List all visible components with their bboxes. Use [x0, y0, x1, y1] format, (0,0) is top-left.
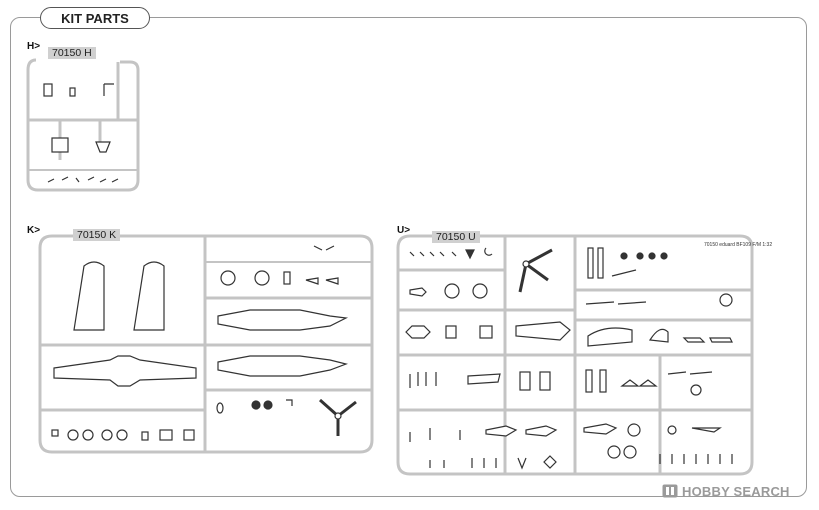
part-u-tip: [409, 287, 427, 297]
part-u-panel-b: [539, 371, 551, 391]
part-k-wheel-b: [254, 270, 270, 286]
part-h-bracket: [69, 87, 76, 97]
part-u-strut-a: [587, 247, 594, 279]
part-u-leg-b: [599, 369, 607, 393]
part-u-dark-clip: [465, 249, 475, 260]
kit-parts-header: KIT PARTS: [40, 7, 150, 29]
part-u-arc: [484, 247, 493, 256]
part-k-ring-c: [101, 429, 113, 441]
sprue-h: [26, 58, 140, 192]
part-k-tab: [51, 429, 59, 437]
part-u-rails: [585, 301, 647, 305]
part-u-rod: [611, 269, 637, 277]
engraved-text: 70150 eduard BF109 F/M 1:32: [704, 242, 772, 248]
part-u-pins: [409, 428, 461, 442]
part-u-pin-row: [659, 454, 733, 464]
sprue-u-parts: [405, 247, 733, 470]
part-u-dot-b: [636, 252, 644, 260]
part-k-ring-a: [67, 429, 79, 441]
sprue-code-u: 70150 U: [432, 231, 480, 243]
part-u-gun-cover: [467, 373, 501, 385]
part-k-disc-a: [251, 400, 261, 410]
part-u-wheel-a: [444, 283, 460, 299]
part-k-spinner: [334, 412, 342, 420]
part-u-drop-tank-a: [485, 425, 518, 437]
part-k-fuselage-half-b: [217, 355, 349, 377]
sprue-label-u: U>: [397, 225, 411, 236]
part-u-wheel-b: [472, 283, 488, 299]
part-k-pin: [216, 402, 224, 414]
watermark-text: HOBBY SEARCH: [682, 483, 790, 499]
sprue-label-k: K>: [27, 225, 41, 236]
part-u-diamond: [543, 455, 557, 469]
part-k-small-pieces: [305, 277, 339, 285]
part-u-caps: [620, 379, 658, 387]
part-k-ring-d: [116, 429, 128, 441]
part-u-wheel-d: [623, 445, 637, 459]
part-k-fuselage-half-a: [217, 309, 349, 331]
part-u-drop-tank-c: [583, 423, 618, 435]
part-k-box: [159, 429, 173, 441]
part-u-strut-b: [597, 247, 604, 279]
part-k-strut: [283, 271, 291, 285]
part-u-strips: [667, 371, 713, 375]
part-u-wheel-c: [607, 445, 621, 459]
part-k-ring-b: [82, 429, 94, 441]
part-u-box-a: [445, 325, 457, 339]
part-h-small-pieces: [47, 176, 119, 183]
part-u-cockpit-floor: [515, 321, 571, 341]
part-u-knob: [667, 425, 677, 435]
sprue-label-h: H>: [27, 41, 41, 52]
sprue-k-parts: [51, 245, 357, 441]
part-k-fin-left: [73, 261, 105, 331]
part-u-wheel-cover: [587, 327, 633, 347]
part-u-rods: [409, 372, 437, 388]
part-k-latch: [141, 431, 149, 441]
part-u-hub-b: [627, 423, 641, 437]
part-u-propeller: [518, 248, 553, 293]
part-k-clips: [313, 245, 335, 251]
part-k-tailplane: [53, 355, 197, 387]
hobbysearch-logo-icon: [662, 484, 678, 498]
part-k-hook: [286, 399, 293, 406]
part-u-tiny-row: [409, 251, 457, 257]
part-u-gauge: [719, 293, 733, 307]
part-h-panel: [51, 137, 69, 153]
part-k-cover: [183, 429, 195, 441]
part-u-spinner: [522, 260, 530, 268]
part-k-disc-b: [263, 400, 273, 410]
part-k-fin-right: [133, 261, 165, 331]
part-u-dot-c: [648, 252, 656, 260]
part-u-bottom-pieces: [429, 457, 527, 470]
sprue-u: [396, 234, 754, 476]
part-h-angle: [103, 83, 114, 96]
sprue-k: [38, 234, 374, 454]
part-h-block: [43, 83, 53, 97]
part-u-drop-tank-b: [525, 425, 558, 437]
hobbysearch-watermark: HOBBY SEARCH: [662, 482, 790, 500]
sprue-code-h: 70150 H: [48, 47, 96, 59]
part-u-hatch: [405, 325, 431, 339]
part-u-flaps: [682, 337, 733, 343]
part-h-cup: [95, 141, 111, 153]
part-u-panel-a: [519, 371, 531, 391]
part-u-box-b: [479, 325, 493, 339]
part-u-wedge: [691, 427, 722, 433]
part-u-dot-a: [620, 252, 628, 260]
sprue-code-k: 70150 K: [73, 229, 121, 241]
part-u-hub-a: [690, 384, 702, 396]
part-u-dot-d: [660, 252, 668, 260]
kit-parts-frame: [10, 17, 807, 497]
part-k-wheel-a: [220, 270, 236, 286]
part-u-fairing: [648, 328, 669, 343]
sprue-h-parts: [43, 83, 119, 183]
part-u-leg-a: [585, 369, 593, 393]
